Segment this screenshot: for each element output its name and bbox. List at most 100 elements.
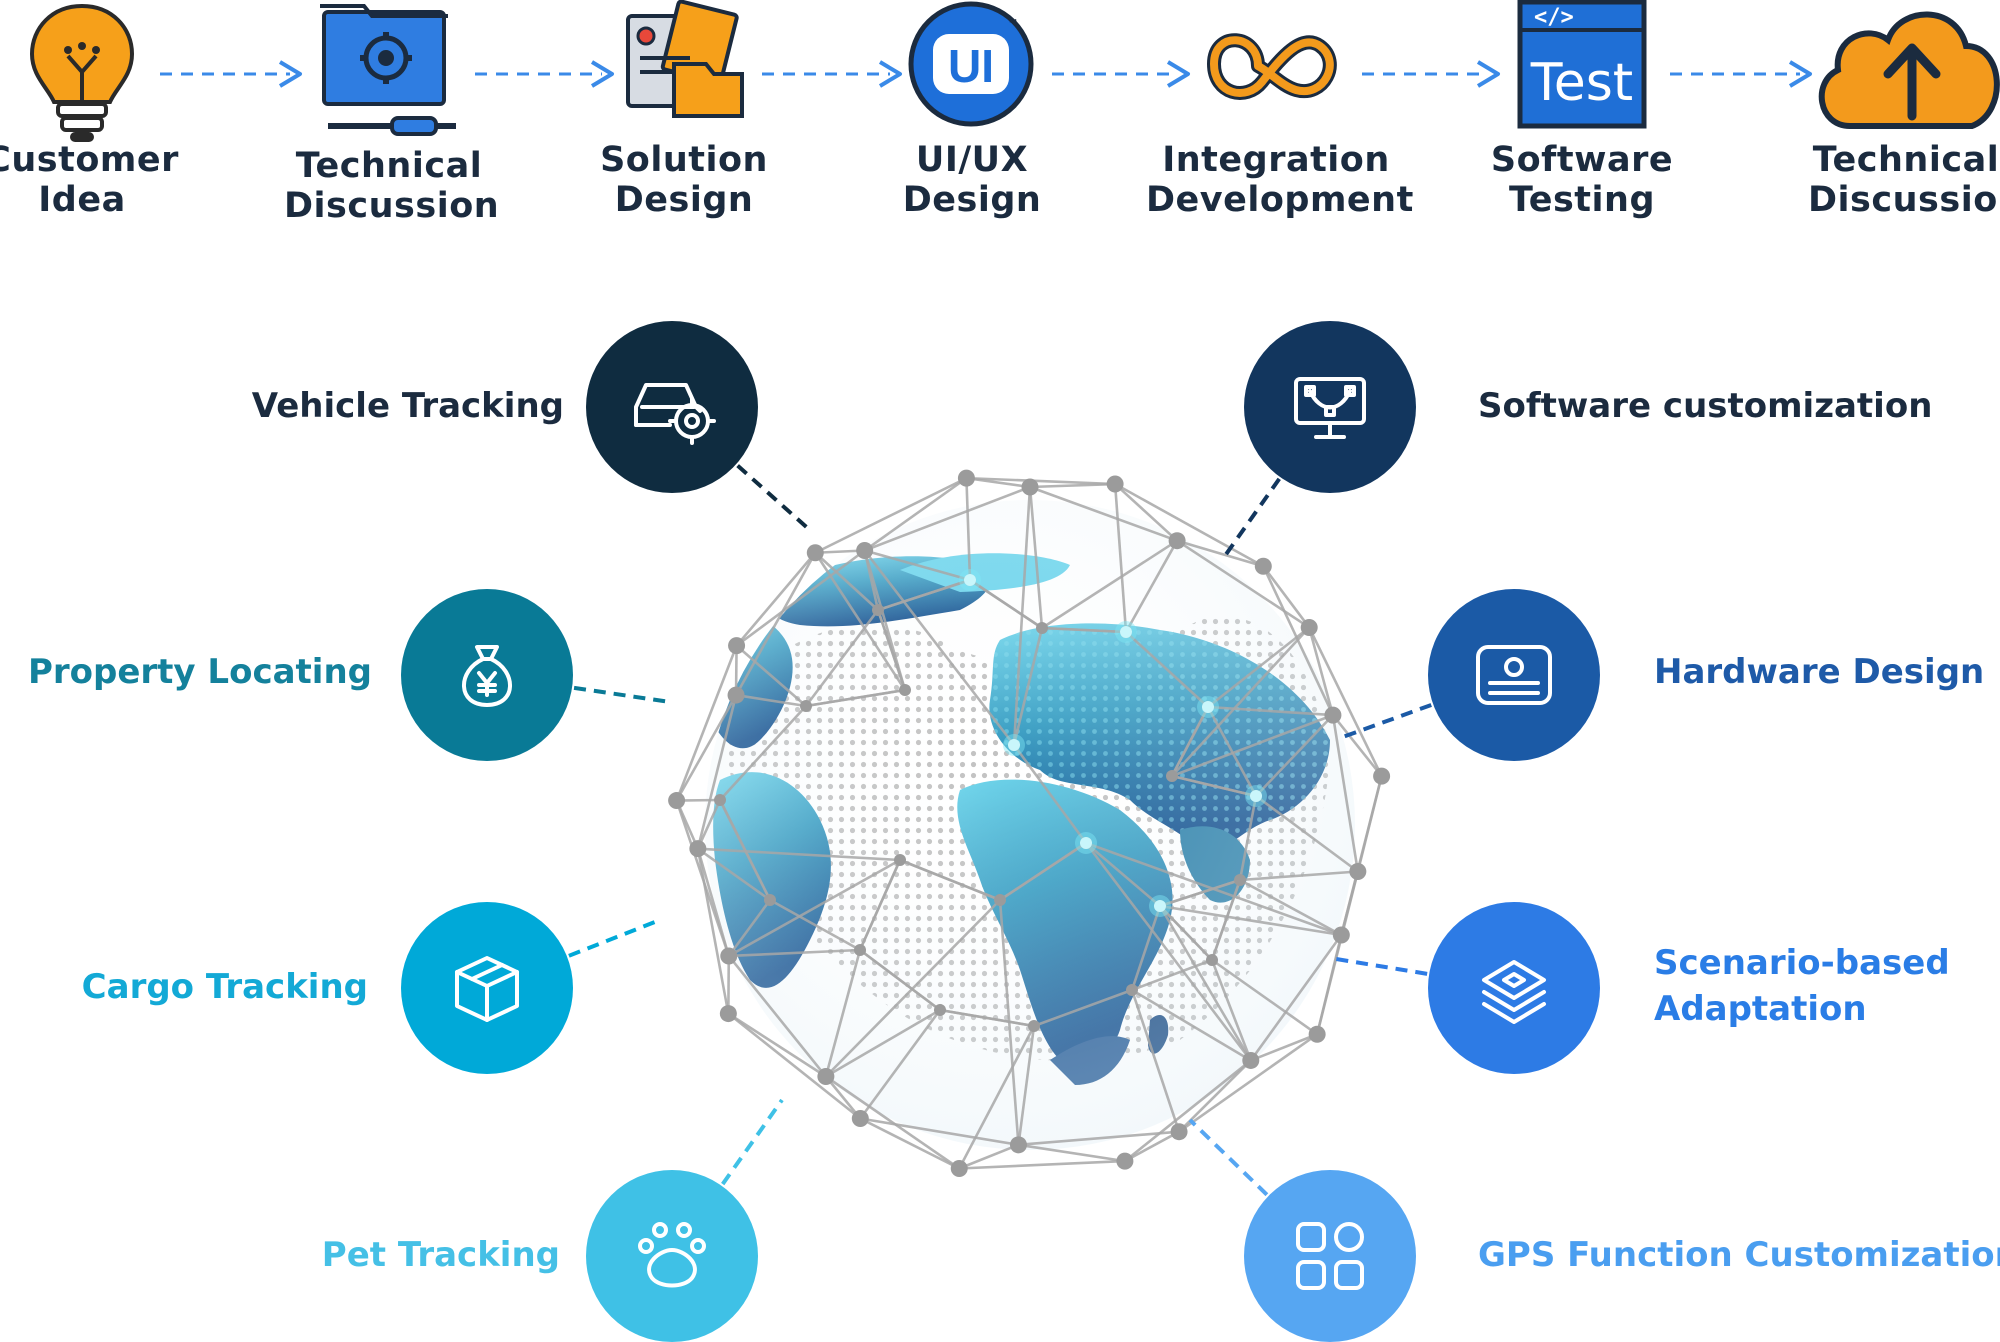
code-tag-text: </> (1534, 5, 1574, 30)
mesh-link (1012, 744, 1088, 844)
mesh-node (854, 944, 866, 956)
mesh-link (1207, 705, 1334, 717)
feature-connector (721, 1098, 784, 1186)
flow-arrow (160, 60, 302, 88)
flow-arrow (1670, 60, 1812, 88)
mesh-link (1124, 1130, 1180, 1163)
mesh-link (1315, 871, 1360, 1035)
mesh-link (864, 485, 1031, 552)
ui-badge-icon: UI ™ (908, 1, 1034, 127)
mesh-link (735, 644, 807, 707)
mesh-node (1373, 767, 1391, 785)
mesh-node (1332, 926, 1350, 944)
mesh-link (1029, 485, 1178, 542)
folder-gear-tools-icon (320, 4, 456, 136)
mesh-glow-core (1202, 701, 1214, 713)
mesh-link (1114, 482, 1264, 568)
mesh-node (668, 792, 686, 810)
mesh-link (1331, 714, 1360, 872)
mesh-link (1211, 958, 1318, 1036)
mesh-node (1349, 863, 1367, 881)
feature-label-text: Cargo Tracking (81, 967, 368, 1007)
mesh-link (1084, 842, 1252, 1062)
mesh-link (959, 1159, 1125, 1170)
feature-connector (1188, 1118, 1269, 1197)
step-solution-design: Solution Design (584, 140, 784, 220)
mesh-link (1131, 988, 1252, 1062)
mesh-node (1300, 618, 1318, 636)
mesh-link (735, 549, 866, 647)
step-label-line2: Testing (1509, 180, 1655, 220)
step-label-line1: Technical (295, 146, 483, 186)
mesh-link (727, 955, 827, 1078)
money-bag-icon (462, 645, 512, 707)
mesh-node (720, 947, 738, 965)
step-label-line1: Solution (600, 140, 768, 180)
mesh-link (1249, 934, 1343, 1062)
mesh-link (859, 1009, 942, 1120)
paw-icon (638, 1222, 706, 1288)
mesh-link (1033, 988, 1133, 1028)
mesh-link (864, 549, 971, 582)
mesh-link (824, 1075, 862, 1120)
step-technical-discussion: Technical Discussion (284, 146, 499, 226)
mesh-link (1158, 905, 1252, 1062)
feature-label-scenario-adaptation: Scenario-based Adaptation (1654, 940, 1950, 1032)
feature-connector (1220, 477, 1281, 562)
feature-node-grid-apps (1188, 1118, 1416, 1342)
mesh-link (769, 898, 861, 952)
mesh-link (675, 800, 731, 957)
mesh-link (859, 948, 941, 1012)
mesh-link (1124, 540, 1179, 633)
mesh-link (675, 645, 738, 802)
feature-circle (586, 1170, 758, 1342)
step-label-line2: Development (1146, 180, 1414, 220)
mesh-node (1116, 1152, 1134, 1170)
mesh-node (950, 1159, 968, 1177)
mesh-link (877, 578, 971, 612)
mesh-link (1012, 627, 1044, 746)
mesh-link (696, 799, 722, 850)
feature-label-text-line2: Adaptation (1654, 989, 1867, 1029)
mesh-link (965, 478, 972, 581)
feature-circle (1244, 1170, 1416, 1342)
mesh-node (1028, 1020, 1040, 1032)
mesh-link (697, 847, 901, 862)
test-window-icon: </> Test (1517, 0, 1647, 129)
mesh-node (934, 1004, 946, 1016)
mesh-node (1126, 984, 1138, 996)
cloud-upload-icon (1818, 11, 2000, 129)
mesh-link (825, 1008, 941, 1078)
mesh-link (735, 551, 817, 647)
mesh-link (858, 859, 902, 951)
mesh-node (1036, 622, 1048, 634)
feature-label-property-locating: Property Locating (28, 649, 372, 695)
mesh-link (728, 858, 901, 958)
mesh-node (899, 684, 911, 696)
package-box-icon (455, 956, 519, 1022)
feature-label-text: GPS Function Customization (1478, 1235, 2000, 1275)
mesh-link (958, 1143, 1019, 1170)
mesh-link (1262, 565, 1311, 629)
mesh-link (805, 688, 906, 708)
test-badge-text: Test (1530, 53, 1633, 113)
mesh-link (1238, 795, 1258, 881)
feature-node-car-target (586, 321, 814, 534)
mesh-link (1018, 1143, 1126, 1163)
mesh-link (1113, 483, 1128, 633)
mesh-link (863, 549, 1016, 746)
mesh-node (1254, 557, 1272, 575)
process-flow: UI ™ </> Test (29, 0, 2000, 142)
mesh-node (994, 894, 1006, 906)
mesh-link (1018, 1130, 1180, 1147)
mesh-node (764, 894, 776, 906)
mesh-link (1028, 486, 1044, 629)
feature-node-package-box (401, 902, 661, 1074)
network-mesh (668, 469, 1391, 1177)
mesh-link (1171, 774, 1257, 798)
step-label-line1: Software (1490, 140, 1674, 180)
mesh-node (800, 700, 812, 712)
world-globe (668, 469, 1391, 1177)
mesh-node (727, 686, 745, 704)
mesh-link (1041, 626, 1127, 634)
